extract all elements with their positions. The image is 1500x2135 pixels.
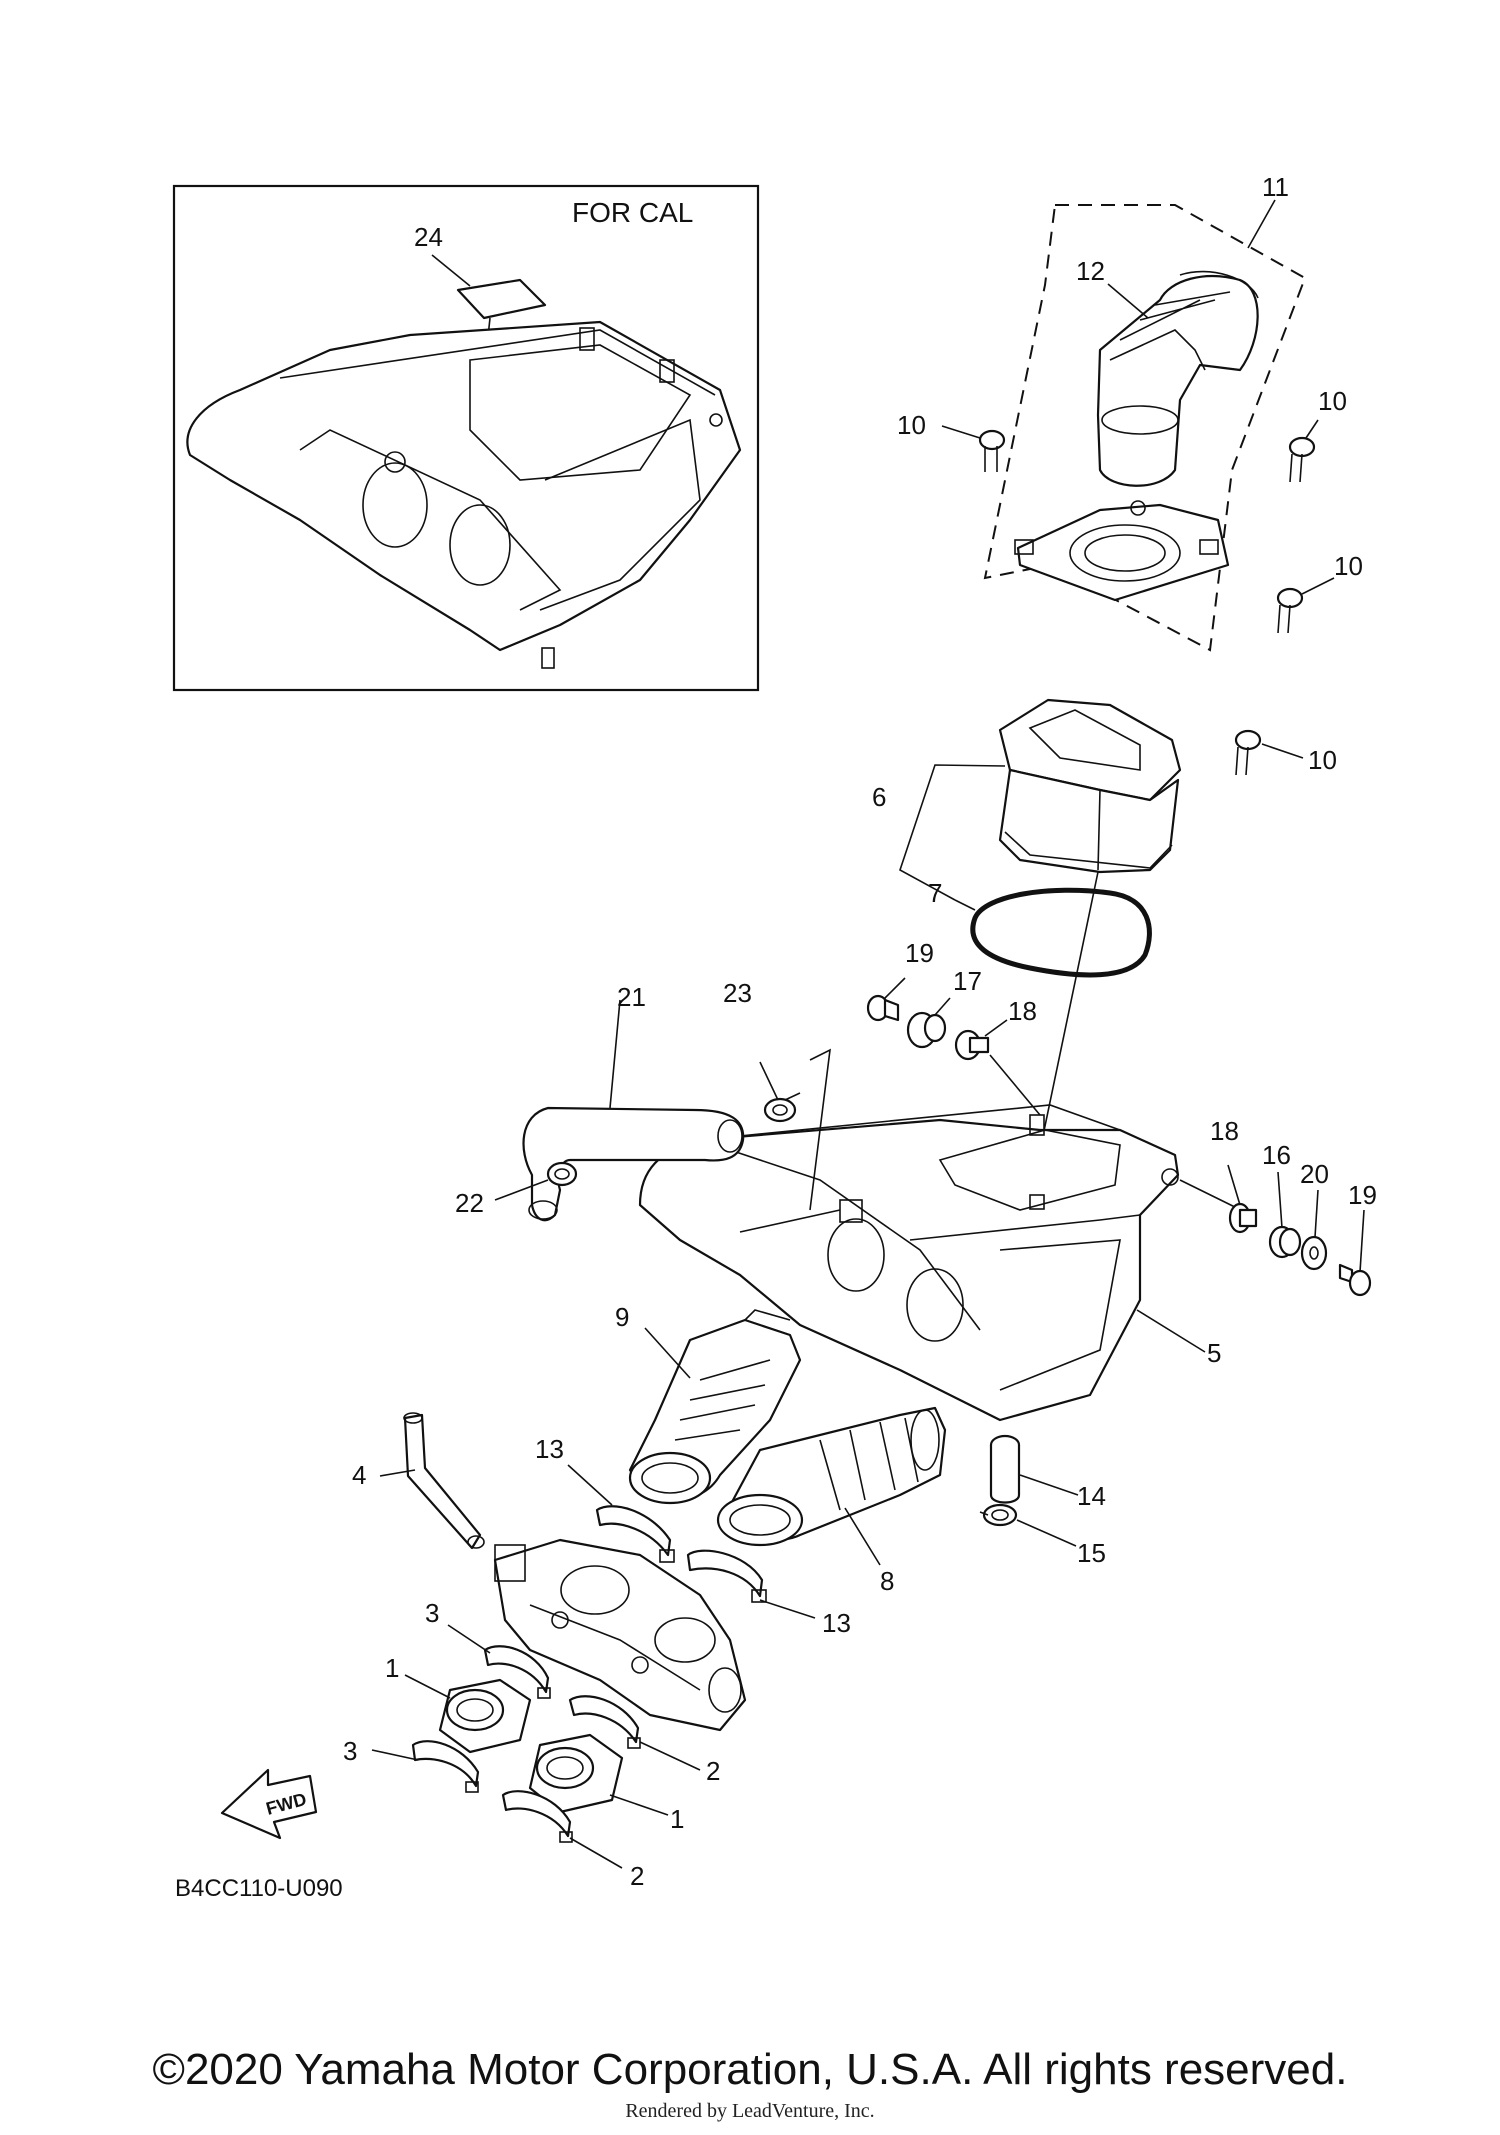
callout-18a: 18 [1008, 996, 1037, 1026]
callout-6: 6 [872, 782, 886, 812]
callout-10d: 10 [1308, 745, 1337, 775]
callout-3a: 3 [425, 1598, 439, 1628]
callout-1a: 1 [385, 1653, 399, 1683]
hose-clip-part-23[interactable] [763, 1092, 801, 1123]
bolt-part-19b[interactable] [1338, 1263, 1372, 1297]
rendered-by-notice: Rendered by LeadVenture, Inc. [625, 2100, 875, 2122]
drain-hose-part-14[interactable] [989, 1434, 1021, 1504]
callout-4: 4 [352, 1460, 366, 1490]
callout-13b: 13 [822, 1608, 851, 1638]
callout-2a: 2 [706, 1756, 720, 1786]
inset-title: FOR CAL [572, 197, 693, 228]
intake-joint-part-8[interactable] [716, 1406, 947, 1547]
callout-17: 17 [953, 966, 982, 996]
hose-clip-part-22[interactable] [546, 1161, 578, 1187]
screw-10b[interactable] [1288, 419, 1319, 483]
clamp-part-2b[interactable] [501, 1790, 573, 1843]
fwd-arrow-icon: FWD [220, 1768, 318, 1840]
callout-19a: 19 [905, 938, 934, 968]
callout-10c: 10 [1334, 551, 1363, 581]
label-sticker-part[interactable] [456, 278, 547, 320]
clamp-part-2a[interactable] [568, 1695, 641, 1749]
throttle-body[interactable] [493, 1538, 747, 1732]
screw-10d[interactable] [1234, 729, 1304, 776]
callout-20: 20 [1300, 1159, 1329, 1189]
callout-24: 24 [414, 222, 443, 252]
callout-21: 21 [617, 982, 646, 1012]
callout-2b: 2 [630, 1861, 644, 1891]
clamp-part-3a[interactable] [483, 1645, 551, 1699]
callout-15: 15 [1077, 1538, 1106, 1568]
callout-16: 16 [1262, 1140, 1291, 1170]
bolt-part-19a[interactable] [866, 994, 900, 1022]
callout-22: 22 [455, 1188, 484, 1218]
intake-joint-part-9[interactable] [628, 1309, 802, 1505]
copyright-notice: ©2020 Yamaha Motor Corporation, U.S.A. A… [152, 2045, 1348, 2094]
callout-18b: 18 [1210, 1116, 1239, 1146]
assembly-11-outline: 11 [983, 172, 1307, 652]
grommet-part-17[interactable] [906, 1011, 947, 1049]
clamp-part-13a[interactable] [595, 1505, 675, 1563]
callout-19b: 19 [1348, 1180, 1377, 1210]
hose-clip-part-15[interactable] [979, 1503, 1018, 1527]
callout-14: 14 [1077, 1481, 1106, 1511]
callout-10b: 10 [1318, 386, 1347, 416]
callout-5: 5 [1207, 1338, 1221, 1368]
callout-11: 11 [1262, 172, 1289, 202]
collar-part-18a[interactable] [954, 1029, 990, 1061]
vent-hose-part-4[interactable] [403, 1412, 485, 1550]
callout-10a: 10 [897, 410, 926, 440]
clamp-part-3b[interactable] [411, 1740, 480, 1793]
duct-plate[interactable] [1014, 500, 1230, 602]
clamp-part-13b[interactable] [686, 1549, 767, 1603]
grommet-part-16[interactable] [1268, 1225, 1302, 1259]
intake-joint-part-1b[interactable] [528, 1733, 624, 1814]
callout-3b: 3 [343, 1736, 357, 1766]
intake-joint-part-1a[interactable] [438, 1678, 532, 1754]
diagram-code: B4CC110-U090 [175, 1875, 343, 1902]
callout-7: 7 [928, 878, 942, 908]
callout-8: 8 [880, 1566, 894, 1596]
airbox-part-5[interactable] [638, 1104, 1180, 1422]
o-ring-part-7[interactable] [970, 887, 1152, 978]
inset-box: FOR CAL 24 [172, 184, 760, 692]
screw-10a[interactable] [941, 425, 1006, 472]
inset-airbox-part[interactable] [186, 320, 742, 669]
washer-part-20[interactable] [1300, 1235, 1328, 1271]
callout-12: 12 [1076, 256, 1105, 286]
callout-23: 23 [723, 978, 752, 1008]
collar-part-18b[interactable] [1228, 1202, 1258, 1234]
air-filter-element-part-6[interactable] [998, 698, 1182, 874]
breather-hose-part-21[interactable] [522, 1106, 745, 1222]
elbow-duct-part-12[interactable] [1096, 270, 1259, 487]
callout-1b: 1 [670, 1804, 684, 1834]
callout-9: 9 [615, 1302, 629, 1332]
screw-10c[interactable] [1276, 577, 1335, 634]
callout-13a: 13 [535, 1434, 564, 1464]
